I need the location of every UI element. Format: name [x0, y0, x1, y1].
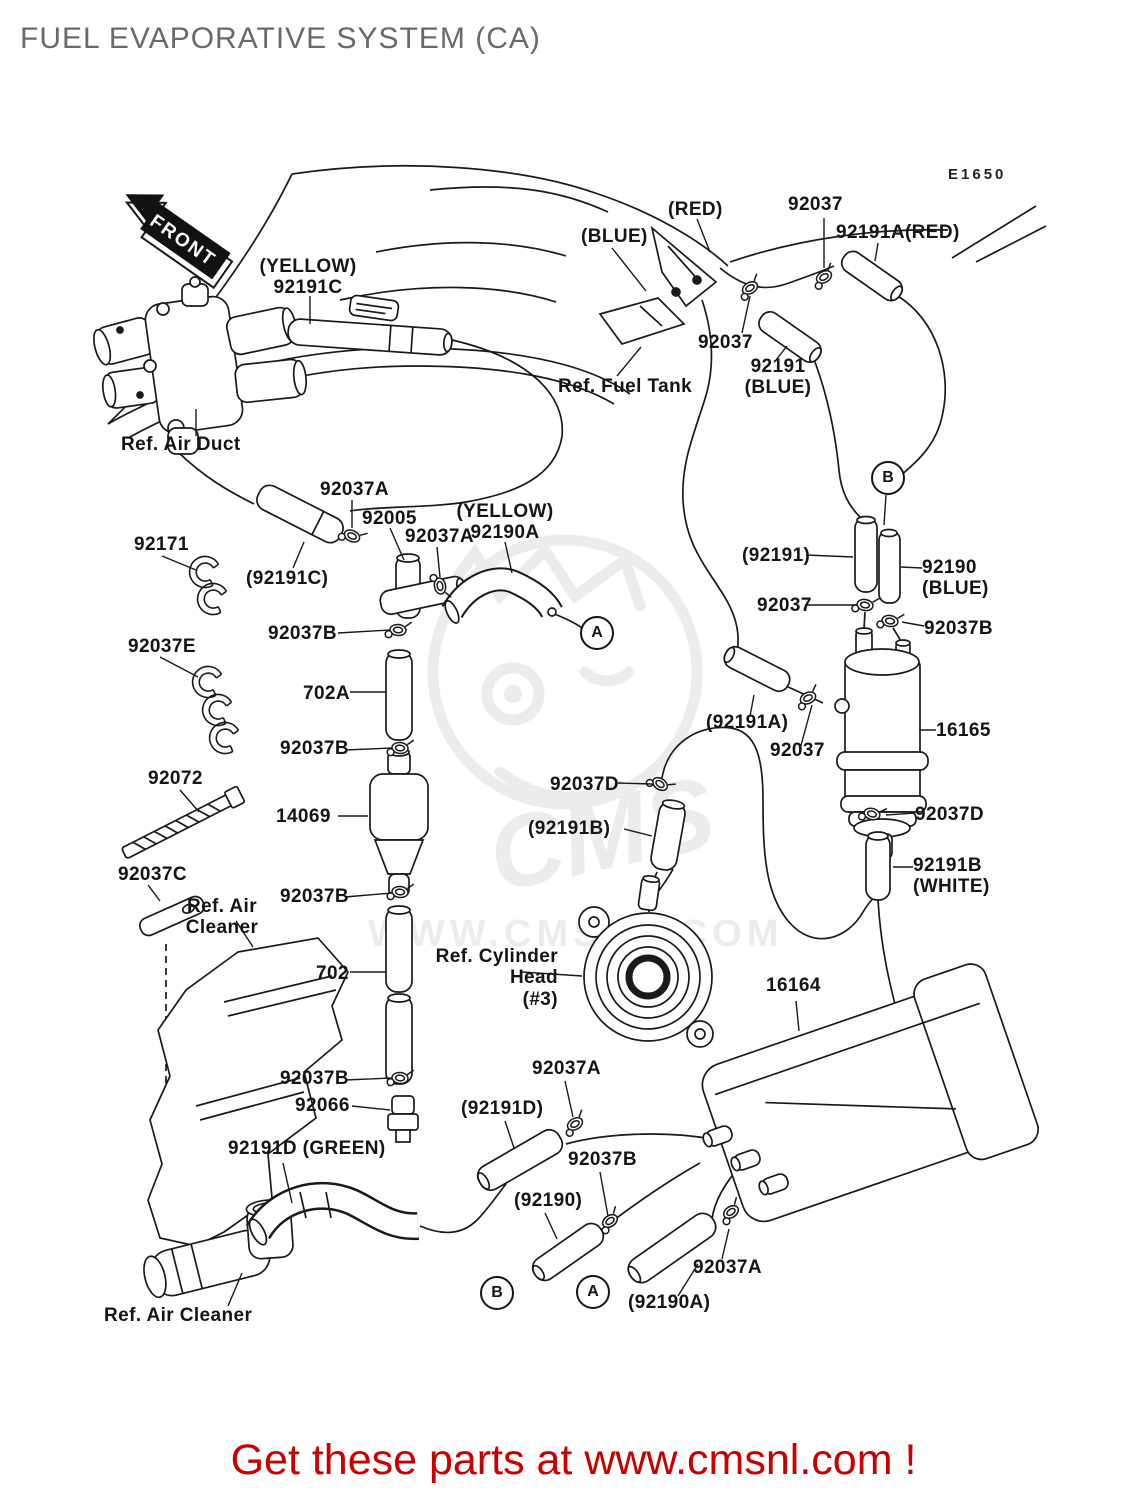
hose-92190a-yellow: [441, 567, 563, 624]
label-92191-blue: 92191 (BLUE): [744, 356, 812, 399]
label-92191a-red: 92191A(RED): [836, 222, 960, 243]
label-92037b-4: 92037B: [280, 1068, 349, 1089]
label-92037d-left: 92037D: [550, 774, 619, 795]
ref-air-cleaner-bottom: Ref. Air Cleaner: [104, 1305, 253, 1326]
label-92037b-1: 92037B: [268, 623, 337, 644]
hose-92191d-green: [245, 1181, 419, 1246]
tube-92190-blue: [878, 528, 901, 604]
canister-16164: [701, 963, 1039, 1223]
label-16165: 16165: [936, 720, 991, 741]
canister-16164-ports: [702, 1125, 789, 1196]
tube-92191b-paren: [650, 799, 686, 871]
tube-92190: [531, 1222, 605, 1282]
cylinder-head-flange: [578, 874, 714, 1048]
label-92171: 92171: [134, 534, 189, 555]
label-92037b-right: 92037B: [924, 618, 993, 639]
label-92191a-paren: (92191A): [706, 712, 789, 733]
diagram-code: E1650: [948, 166, 1007, 183]
tube-702a: [385, 649, 413, 741]
label-92037b-bottom: 92037B: [568, 1149, 637, 1170]
leader-lines: [147, 218, 936, 1307]
front-direction-badge: FRONT: [124, 194, 234, 290]
label-702a: 702A: [303, 683, 351, 704]
tube-92191-blue: [758, 310, 822, 364]
right-side-parts: [650, 250, 929, 901]
footer-promo-text: Get these parts at www.cmsnl.com !: [230, 1436, 917, 1484]
ref-fuel-tank: Ref. Fuel Tank: [558, 376, 693, 397]
label-92190a-yellow: (YELLOW) 92190A: [456, 501, 554, 544]
label-92191d-paren: (92191D): [461, 1098, 544, 1119]
label-92037-canister: 92037: [770, 740, 825, 761]
middle-parts: [121, 318, 563, 1143]
marker-b-bottom: B: [480, 1276, 514, 1310]
label-92037d-right: 92037D: [915, 804, 984, 825]
label-92066: 92066: [295, 1095, 350, 1116]
label-92191b-paren: (92191B): [528, 818, 611, 839]
label-92037a-1: 92037A: [320, 479, 389, 500]
ref-air-cleaner-top: Ref. Air Cleaner: [185, 896, 259, 939]
tube-92191a-paren: [723, 645, 791, 693]
ref-air-duct: Ref. Air Duct: [121, 434, 241, 455]
label-92190a-paren: (92190A): [628, 1292, 711, 1313]
label-92191-paren: (92191): [742, 545, 811, 566]
tube-92191a-red: [840, 250, 904, 302]
label-92037e: 92037E: [128, 636, 196, 657]
page-title: FUEL EVAPORATIVE SYSTEM (CA): [20, 22, 541, 55]
label-red: (RED): [668, 199, 723, 220]
label-16164: 16164: [766, 975, 821, 996]
label-92191c-paren: (92191C): [246, 568, 329, 589]
marker-b-top: B: [871, 461, 905, 495]
label-92037a-4: 92037A: [693, 1257, 762, 1278]
air-duct-assembly: [93, 276, 308, 455]
tube-92191-paren: [854, 515, 878, 593]
label-92037b-3: 92037B: [280, 886, 349, 907]
label-702: 702: [316, 963, 349, 984]
watermark-url-text: WWW.CMSNL.COM: [368, 913, 783, 955]
label-92037-tank: 92037: [698, 332, 753, 353]
tube-92191d: [476, 1128, 564, 1192]
air-cleaner-upper: [147, 937, 350, 1247]
label-92037-tubes: 92037: [757, 595, 812, 616]
hose-lines: [165, 205, 1047, 1234]
canister-16165: [834, 627, 929, 863]
ref-cylinder-head: Ref. Cylinder Head (#3): [435, 946, 558, 1010]
tube-92190a: [627, 1212, 717, 1284]
filter-14069: [369, 747, 429, 897]
label-92037a-2: 92037A: [405, 526, 474, 547]
marker-a-top: A: [580, 616, 614, 650]
tube-92191b-white: [865, 831, 891, 901]
fitting-92066: [387, 1095, 419, 1143]
label-92037-top: 92037: [788, 194, 843, 215]
label-14069: 14069: [276, 806, 331, 827]
hose-92191c: [287, 318, 453, 356]
label-92191b-white: 92191B (WHITE): [913, 855, 990, 898]
label-blue: (BLUE): [581, 226, 648, 247]
label-92190-paren: (92190): [514, 1190, 583, 1211]
cable-tie-92072: [121, 785, 246, 859]
label-92072: 92072: [148, 768, 203, 789]
label-92005: 92005: [362, 508, 417, 529]
tube-702: [385, 905, 413, 1085]
clip-92171: [185, 552, 229, 618]
tank-emblem: [348, 294, 400, 322]
tie-92037c: [138, 895, 206, 937]
label-92191d-green: 92191D (GREEN): [228, 1138, 386, 1159]
marker-a-bottom: A: [576, 1275, 610, 1309]
bottom-parts: [143, 963, 1039, 1299]
label-92037b-2: 92037B: [280, 738, 349, 759]
label-92191c-yellow: (YELLOW) 92191C: [259, 256, 357, 299]
label-92190-blue: 92190 (BLUE): [922, 557, 989, 600]
label-92037c: 92037C: [118, 864, 187, 885]
label-92037a-3: 92037A: [532, 1058, 601, 1079]
